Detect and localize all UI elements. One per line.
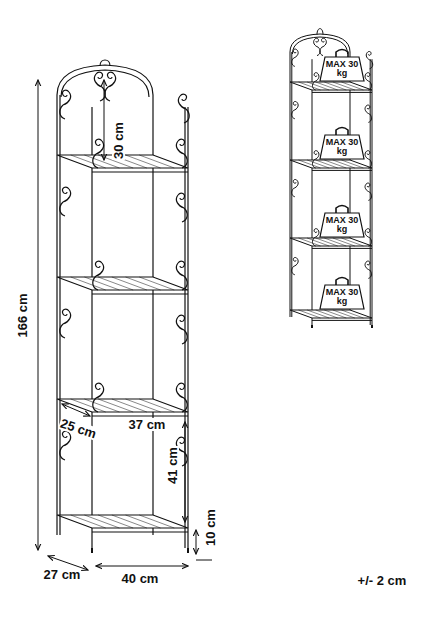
dimension-label: 41 cm xyxy=(166,446,179,485)
weight-text: MAX 30 kg xyxy=(319,48,365,82)
dimension-label: 30 cm xyxy=(112,121,125,160)
shelf-frame xyxy=(57,60,189,553)
weight-icon: MAX 30 kg xyxy=(319,126,365,160)
weight-icon: MAX 30 kg xyxy=(319,204,365,238)
dimension-label: 10 cm xyxy=(204,508,217,547)
weight-icon: MAX 30 kg xyxy=(319,48,365,82)
dimension-lines xyxy=(38,80,212,570)
weight-text: MAX 30 kg xyxy=(319,276,365,310)
dimension-label: 37 cm xyxy=(128,418,167,431)
weight-icon: MAX 30 kg xyxy=(319,276,365,310)
weight-text: MAX 30 kg xyxy=(319,126,365,160)
dimension-label: 40 cm xyxy=(121,572,160,585)
dimension-label: 27 cm xyxy=(43,568,82,581)
dimension-label: 166 cm xyxy=(16,292,29,338)
shelf-frame-small xyxy=(290,29,373,328)
weight-text: MAX 30 kg xyxy=(319,204,365,238)
dimension-label: +/- 2 cm xyxy=(357,574,408,587)
